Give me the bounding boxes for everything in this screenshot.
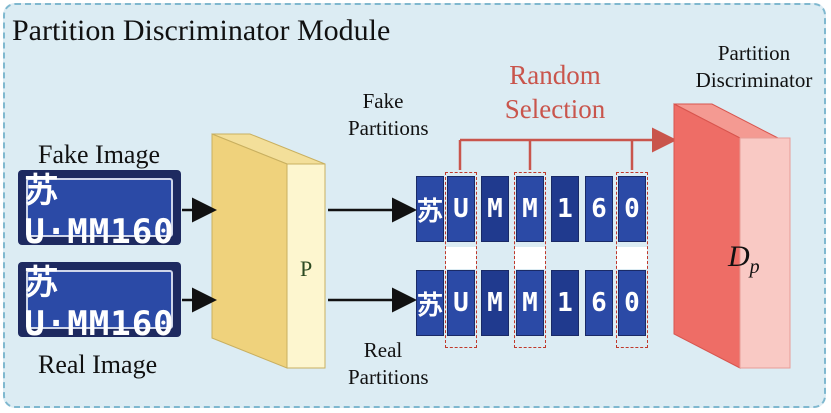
- partition-module-label: P: [300, 256, 313, 281]
- real-partition-tile: 1: [551, 270, 579, 336]
- real-partition-tile: U: [447, 270, 475, 336]
- fake-partition-tile: M: [481, 176, 509, 242]
- fake-plate-image: 苏U·MM160: [18, 170, 181, 252]
- discriminator-front: [739, 137, 791, 369]
- fake-partition-tile: 0: [618, 176, 646, 242]
- real-plate-image: 苏U·MM160: [18, 262, 181, 344]
- random-selection-label: Random Selection: [504, 60, 606, 124]
- fake-partition-tile: U: [447, 176, 475, 242]
- selection-gap: [446, 247, 476, 269]
- fake-partitions-label: Fake Partitions: [348, 89, 429, 140]
- fake-partition-tile: 6: [585, 176, 613, 242]
- module-title: Partition Discriminator Module: [12, 14, 391, 47]
- real-partition-tile: M: [516, 270, 544, 336]
- real-partitions-label: Real Partitions: [348, 338, 429, 389]
- selection-gap: [617, 247, 647, 269]
- fake-plate-text: 苏U·MM160: [24, 171, 175, 252]
- real-partition-tile: 苏: [416, 270, 444, 336]
- partition-discriminator-label: Partition Discriminator: [695, 41, 813, 92]
- selection-gap: [515, 247, 545, 269]
- fake-image-label: Fake Image: [38, 140, 161, 169]
- real-image-label: Real Image: [38, 350, 158, 379]
- selection-frame: [514, 172, 546, 348]
- discriminator-symbol: Dp: [728, 240, 760, 278]
- discriminator-side: [673, 103, 741, 369]
- real-partition-tile: M: [481, 270, 509, 336]
- real-partition-tile: 0: [618, 270, 646, 336]
- fake-partition-tile: M: [516, 176, 544, 242]
- selection-frame: [445, 172, 477, 348]
- real-partition-tile: 6: [585, 270, 613, 336]
- partition-box-front: [286, 163, 326, 369]
- partition-box-side: [211, 133, 288, 369]
- fake-partition-tile: 1: [551, 176, 579, 242]
- selection-frame: [616, 172, 648, 348]
- real-plate-text: 苏U·MM160: [24, 263, 175, 344]
- fake-partition-tile: 苏: [416, 176, 444, 242]
